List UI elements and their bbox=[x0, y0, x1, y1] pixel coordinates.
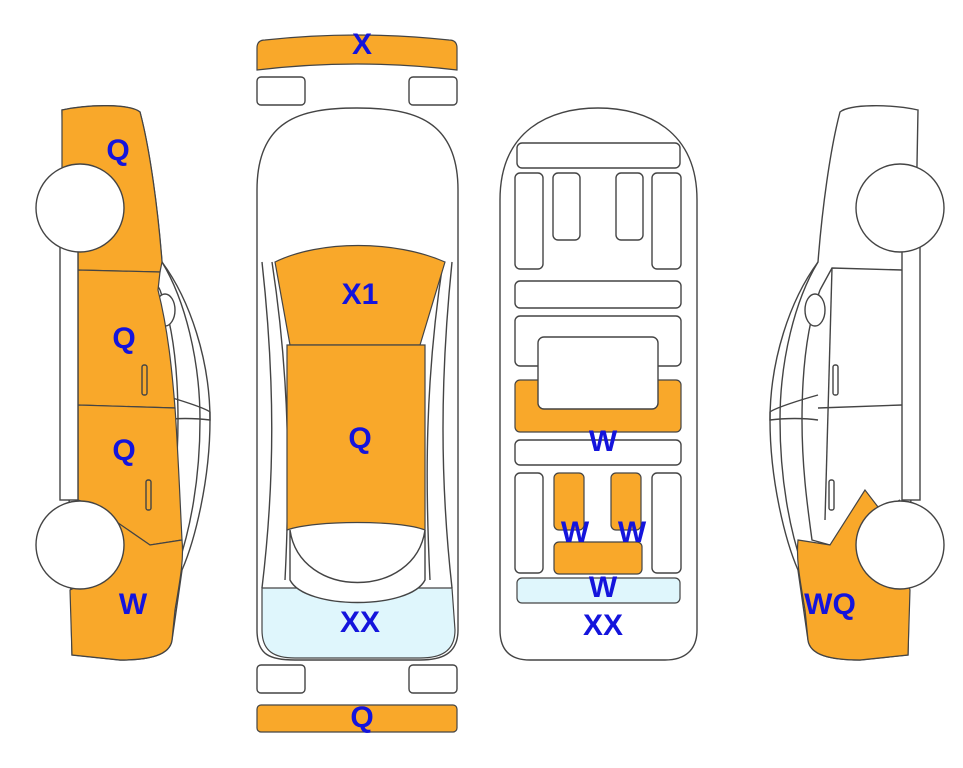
label-left-rear-door: Q bbox=[112, 434, 135, 467]
console-panel[interactable] bbox=[553, 541, 643, 575]
front-bumper-panel[interactable] bbox=[256, 34, 458, 71]
left-side-view: Q Q Q W bbox=[35, 105, 211, 661]
dashboard-panel[interactable] bbox=[516, 577, 681, 604]
hood-panel[interactable] bbox=[286, 344, 426, 531]
roof-panel[interactable] bbox=[274, 244, 446, 346]
rear-bumper-panel[interactable] bbox=[256, 704, 458, 733]
label-left-seat: W bbox=[561, 516, 590, 549]
label-left-front-door: Q bbox=[112, 322, 135, 355]
label-front-bumper: X bbox=[352, 28, 372, 61]
label-hood: Q bbox=[348, 422, 371, 455]
label-console: W bbox=[589, 571, 618, 604]
left-seat-panel[interactable] bbox=[553, 472, 585, 531]
top-view: X X1 Q XX Q bbox=[256, 28, 459, 734]
left-mirror bbox=[256, 76, 306, 106]
label-rear-bumper: Q bbox=[350, 701, 373, 734]
label-left-rear-fender: W bbox=[119, 588, 148, 621]
label-windshield: XX bbox=[340, 606, 380, 639]
right-rear-light bbox=[408, 664, 458, 694]
right-mirror bbox=[408, 76, 458, 106]
label-rear-seat: W bbox=[589, 425, 618, 458]
windshield-panel[interactable] bbox=[261, 587, 456, 659]
label-right-front-fender: WQ bbox=[804, 588, 856, 621]
left-rear-light bbox=[256, 664, 306, 694]
label-right-seat: W bbox=[618, 516, 647, 549]
right-side-view bbox=[769, 105, 945, 661]
label-left-front-fender: Q bbox=[106, 134, 129, 167]
right-seat-panel[interactable] bbox=[610, 472, 642, 531]
label-dashboard: XX bbox=[583, 609, 623, 642]
label-roof: X1 bbox=[342, 278, 379, 311]
interior-view: W W W W XX bbox=[499, 107, 698, 661]
